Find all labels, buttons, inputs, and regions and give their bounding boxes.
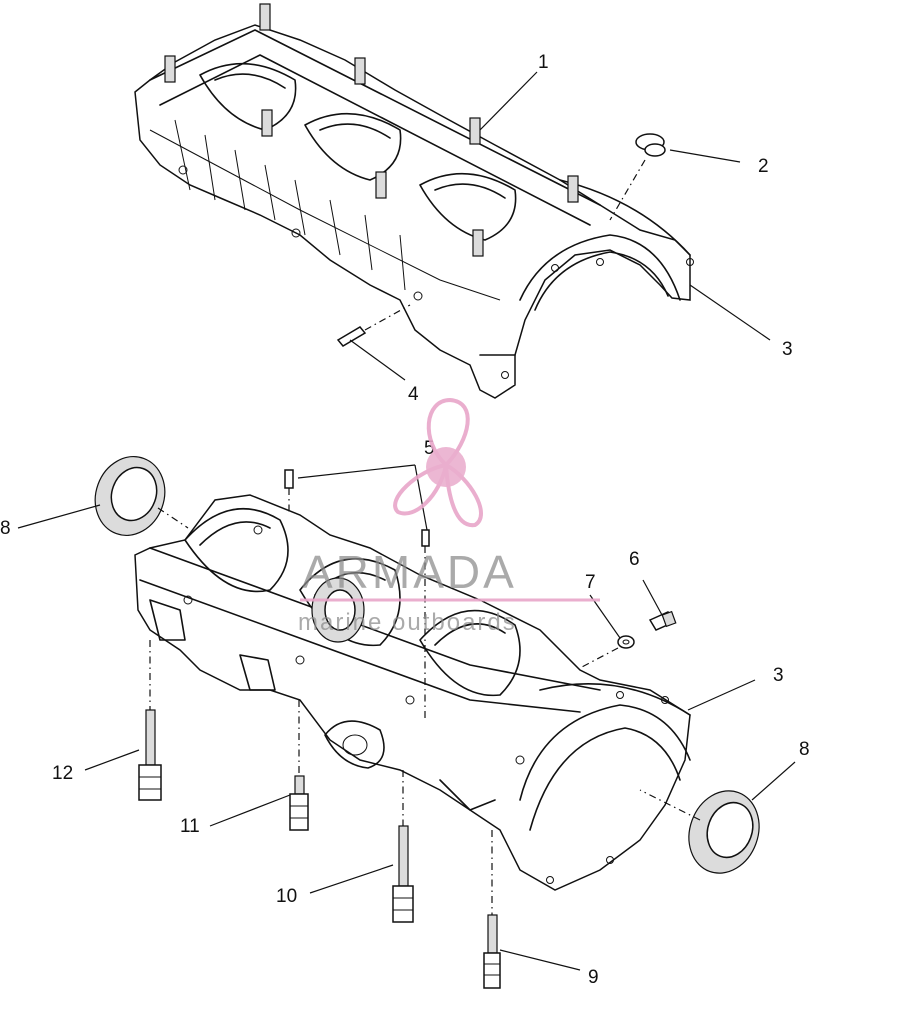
dowel-pins-part-5 <box>284 469 430 720</box>
leader-lines <box>17 71 796 971</box>
callout-11: 11 <box>180 816 200 837</box>
watermark-propeller-logo <box>393 397 483 528</box>
callout-3-lower: 3 <box>773 665 784 686</box>
callout-1: 1 <box>538 52 549 73</box>
callout-7: 7 <box>585 572 596 593</box>
callout-6: 6 <box>629 549 640 570</box>
callout-5: 5 <box>424 438 435 459</box>
cylinder-studs <box>164 3 579 257</box>
screw-part-6 <box>648 610 677 631</box>
callout-10: 10 <box>276 886 297 907</box>
washer-part-7 <box>579 635 635 669</box>
callout-labels: 1 2 3 4 5 6 7 3 8 8 9 10 11 12 <box>0 52 810 988</box>
watermark-brand: ARMADA <box>302 546 517 598</box>
plug-part-2 <box>609 133 666 221</box>
callout-4: 4 <box>408 384 419 405</box>
watermark-tagline: marine outboards <box>298 609 517 636</box>
bolt-part-9 <box>483 830 501 989</box>
bolt-part-10 <box>392 770 414 923</box>
bolt-part-12 <box>138 640 162 801</box>
callout-8-right: 8 <box>799 739 810 760</box>
upper-crankcase-half <box>134 3 694 399</box>
oil-seal-part-8-right <box>639 789 760 874</box>
callout-3-upper: 3 <box>782 339 793 360</box>
bolt-part-11 <box>289 700 309 831</box>
dowel-pin-part-4 <box>336 304 411 347</box>
callout-8-left: 8 <box>0 518 11 539</box>
callout-12: 12 <box>52 763 73 784</box>
callout-2: 2 <box>758 156 769 177</box>
oil-seal-part-8-left <box>94 456 189 536</box>
watermark: ARMADA marine outboards <box>298 397 600 636</box>
callout-9: 9 <box>588 967 599 988</box>
